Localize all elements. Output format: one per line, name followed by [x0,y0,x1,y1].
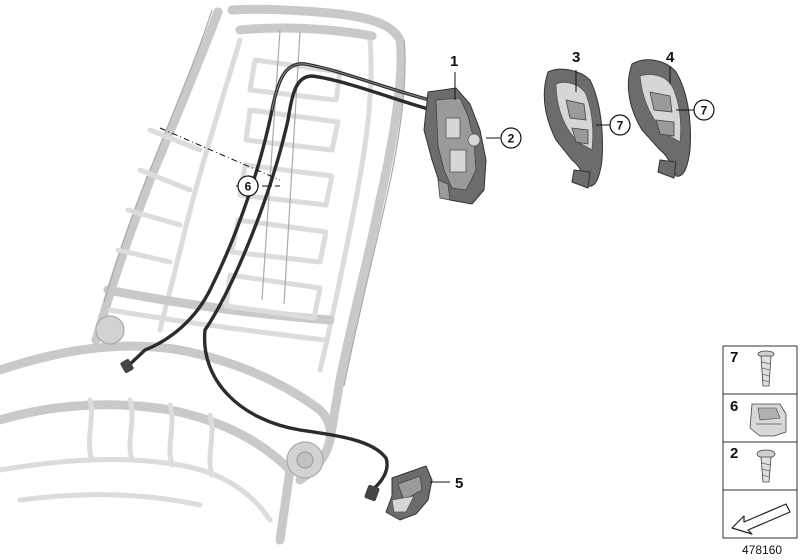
circled-callout-7-left: 7 [609,114,631,136]
switch-trim-cover-right [627,59,691,179]
fastener-legend: 7 6 2 [722,345,798,539]
callout-3: 3 [572,49,580,66]
svg-text:7: 7 [617,119,624,133]
seat-switch-module [423,87,487,205]
callout-4: 4 [666,49,675,66]
legend-label-2: 2 [730,445,738,462]
legend-label-6: 6 [730,398,738,415]
svg-text:2: 2 [508,132,515,146]
wiring-harness [120,62,434,502]
callout-1: 1 [450,53,458,70]
circled-callout-2: 2 [500,127,522,149]
circled-callout-6: 6 [237,175,259,197]
screw-icon [757,350,775,387]
switch-trim-cover-left [543,68,603,189]
screw-icon [756,449,776,483]
seat-cushion-frame [0,315,335,545]
clip-icon [749,403,787,437]
document-number: 478160 [742,543,782,557]
orientation-arrow-icon [731,503,791,535]
svg-text:7: 7 [701,104,708,118]
svg-text:6: 6 [245,180,252,194]
callout-5: 5 [455,475,463,492]
legend-label-7: 7 [730,349,738,366]
circled-callout-7-right: 7 [693,99,715,121]
mounting-bracket [385,465,433,521]
